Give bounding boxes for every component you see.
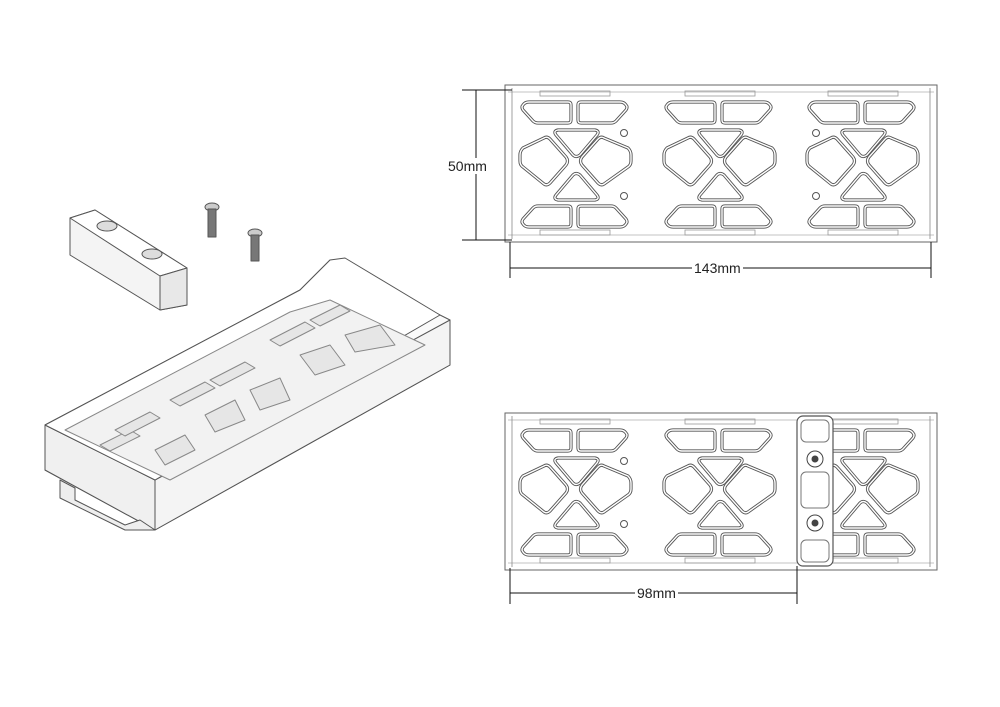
height-dimension-label: 50mm [446, 158, 489, 174]
length-dimension-label: 143mm [692, 260, 743, 276]
screw-icon [806, 450, 824, 468]
isometric-view [44, 202, 451, 531]
screw-icon [806, 514, 824, 532]
screw-icon [247, 228, 263, 262]
mounting-bracket [796, 415, 834, 567]
screw-icon [204, 202, 220, 238]
bracket-offset-label: 98mm [635, 585, 678, 601]
top-plate-view [505, 85, 937, 242]
bottom-plate-view [505, 413, 937, 570]
